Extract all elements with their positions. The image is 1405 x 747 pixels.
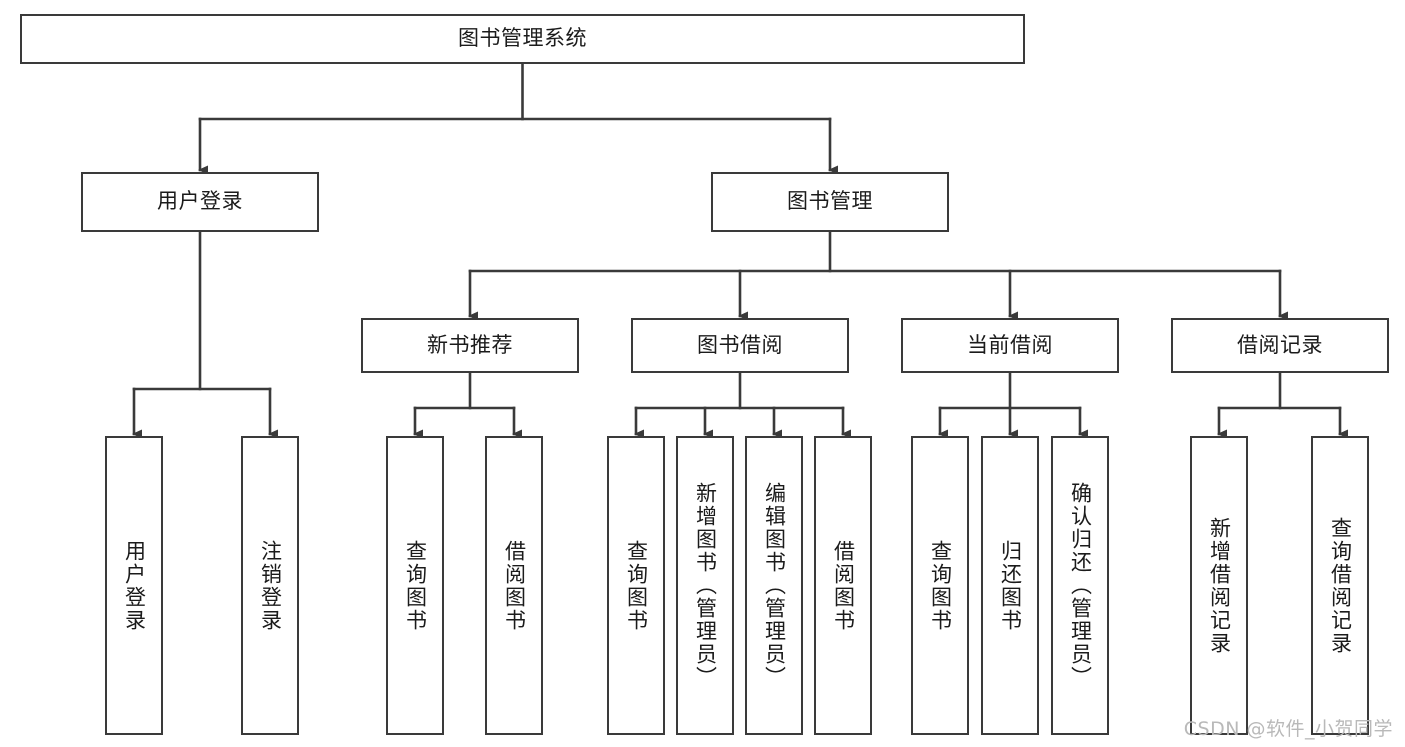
node-leaf-edit-book-admin[interactable]: 编辑图书（管理员） [745, 436, 803, 735]
node-leaf-user-login[interactable]: 用户登录 [105, 436, 163, 735]
node-label-book-management: 图书管理 [787, 189, 873, 214]
node-user-login[interactable]: 用户登录 [81, 172, 319, 232]
node-book-borrow[interactable]: 图书借阅 [631, 318, 849, 373]
node-label-leaf-confirm-return-admin: 确认归还（管理员） [1068, 482, 1093, 689]
node-leaf-add-book-admin[interactable]: 新增图书（管理员） [676, 436, 734, 735]
node-new-book-recommend[interactable]: 新书推荐 [361, 318, 579, 373]
node-leaf-query-borrow-record[interactable]: 查询借阅记录 [1311, 436, 1369, 735]
node-label-leaf-borrow-book-new: 借阅图书 [502, 539, 527, 632]
node-label-leaf-query-book-current: 查询图书 [928, 539, 953, 632]
node-label-borrow-record: 借阅记录 [1237, 332, 1323, 357]
node-label-leaf-borrow-book: 借阅图书 [831, 539, 856, 632]
node-current-borrow[interactable]: 当前借阅 [901, 318, 1119, 373]
node-label-leaf-edit-book-admin: 编辑图书（管理员） [762, 482, 787, 689]
node-borrow-record[interactable]: 借阅记录 [1171, 318, 1389, 373]
node-leaf-add-borrow-record[interactable]: 新增借阅记录 [1190, 436, 1248, 735]
node-label-leaf-logout: 注销登录 [258, 539, 283, 632]
node-label-leaf-return-book: 归还图书 [998, 539, 1023, 632]
node-leaf-borrow-book-new[interactable]: 借阅图书 [485, 436, 543, 735]
node-label-leaf-query-book-new: 查询图书 [403, 539, 428, 632]
node-label-root: 图书管理系统 [458, 26, 587, 51]
node-leaf-query-book-current[interactable]: 查询图书 [911, 436, 969, 735]
node-label-current-borrow: 当前借阅 [967, 332, 1053, 357]
node-leaf-query-book-new[interactable]: 查询图书 [386, 436, 444, 735]
node-label-leaf-add-book-admin: 新增图书（管理员） [693, 482, 718, 689]
node-label-new-book-recommend: 新书推荐 [427, 332, 513, 357]
node-leaf-logout[interactable]: 注销登录 [241, 436, 299, 735]
node-leaf-query-book-borrow[interactable]: 查询图书 [607, 436, 665, 735]
node-leaf-borrow-book[interactable]: 借阅图书 [814, 436, 872, 735]
node-label-user-login: 用户登录 [157, 189, 243, 214]
node-leaf-return-book[interactable]: 归还图书 [981, 436, 1039, 735]
node-label-leaf-user-login: 用户登录 [122, 539, 147, 632]
node-book-management[interactable]: 图书管理 [711, 172, 949, 232]
node-label-leaf-add-borrow-record: 新增借阅记录 [1207, 516, 1232, 655]
node-root[interactable]: 图书管理系统 [20, 14, 1025, 64]
node-leaf-confirm-return-admin[interactable]: 确认归还（管理员） [1051, 436, 1109, 735]
csdn-watermark: CSDN @软件_小贺同学 [1183, 718, 1393, 740]
node-label-leaf-query-borrow-record: 查询借阅记录 [1328, 516, 1353, 655]
node-label-book-borrow: 图书借阅 [697, 332, 783, 357]
node-label-leaf-query-book-borrow: 查询图书 [624, 539, 649, 632]
